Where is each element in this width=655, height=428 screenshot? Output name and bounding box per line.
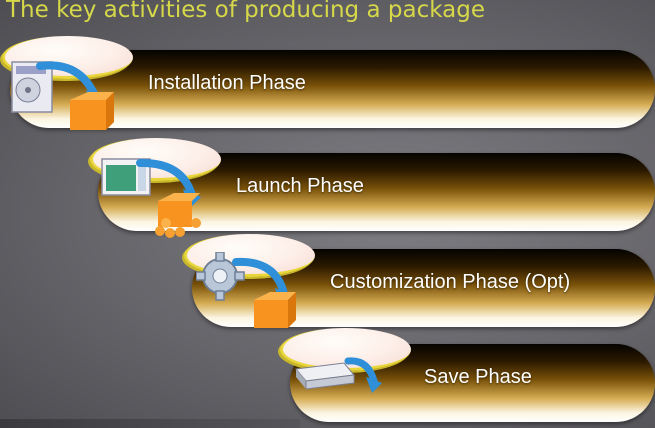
installer-box-icon <box>11 61 114 130</box>
phase-label: Customization Phase (Opt) <box>330 271 571 293</box>
phase-label: Save Phase <box>424 366 532 388</box>
phase-label: Installation Phase <box>148 72 306 94</box>
disk-drive-icon <box>295 357 382 393</box>
bottom-strip <box>0 419 300 428</box>
launch-window-box-icon <box>101 158 201 238</box>
gear-box-icon <box>196 252 296 328</box>
diagram-title: The key activities of producing a packag… <box>6 0 485 23</box>
phase-label: Launch Phase <box>236 175 364 197</box>
